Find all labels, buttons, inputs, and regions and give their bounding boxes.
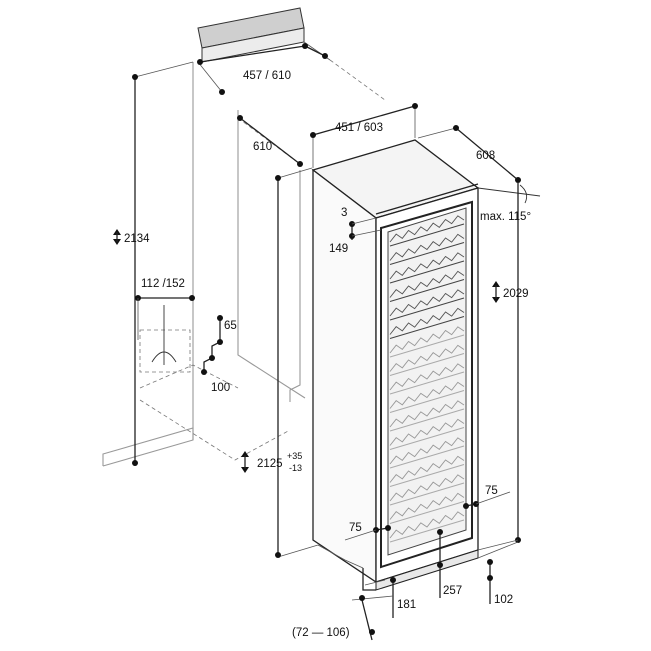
label-niche-height-range: 2125 (257, 458, 283, 470)
label-unit-height: 2029 (503, 288, 529, 300)
wine-shelf (389, 252, 465, 280)
dim-side-right (463, 491, 511, 509)
dim-unit-height (477, 182, 521, 551)
wine-shelf-rail (389, 353, 465, 376)
control-strip (375, 183, 479, 215)
wine-shelf-rail (389, 390, 465, 413)
dim-niche-height-range (241, 167, 319, 558)
label-door-angle: max. 115° (480, 211, 531, 223)
wine-shelf-rail (389, 223, 465, 247)
wine-shelf-rail (389, 371, 465, 395)
label-plinth-range: (72 — 106) (292, 627, 350, 639)
door-frame (380, 200, 473, 569)
door-glass (387, 207, 467, 556)
wine-shelf-rail (389, 334, 465, 358)
wine-shelf (389, 326, 465, 354)
wine-shelf-rail (389, 260, 465, 284)
wine-shelf-rail (389, 242, 465, 265)
wine-shelf-rail (389, 279, 465, 302)
wine-shelf (389, 474, 465, 502)
wine-shelf (389, 418, 465, 446)
wine-shelf (389, 511, 465, 539)
wine-cabinet (311, 139, 480, 591)
dim-niche-depth-top (197, 43, 328, 95)
wine-shelf (389, 307, 465, 335)
label-plinth-181: 181 (397, 599, 416, 611)
label-gap-top: 3 (341, 207, 347, 219)
wine-shelf (389, 344, 465, 372)
label-tolerance-plus: +35 (287, 451, 302, 461)
niche-floor-dashed-2 (139, 399, 291, 461)
installation-niche (102, 7, 306, 467)
dim-unit-width (310, 103, 418, 168)
label-side-right: 75 (485, 485, 498, 497)
label-cutout-65: 65 (224, 320, 237, 332)
niche-back-wall (237, 110, 306, 399)
wine-shelf (389, 233, 465, 261)
door-swing-line (477, 187, 541, 197)
dim-unit-depth (417, 125, 521, 183)
wine-shelf-rail (389, 501, 465, 524)
wine-shelf-rail (389, 482, 465, 506)
label-unit-depth: 608 (476, 150, 495, 162)
label-plinth-257: 257 (443, 585, 462, 597)
wine-shelf (389, 289, 465, 317)
wine-shelf (389, 437, 465, 465)
label-unit-width: 451 / 603 (335, 122, 383, 134)
wine-shelf (389, 400, 465, 428)
label-side-left: 75 (349, 522, 362, 534)
niche-right-edge (289, 170, 301, 402)
dim-side-left (344, 525, 391, 541)
wine-shelf-rail (389, 427, 465, 450)
vent-cutout-outline (139, 329, 191, 373)
wine-shelf-rail (389, 316, 465, 339)
plinth-foot (362, 568, 376, 591)
dim-cutout (201, 315, 223, 375)
dim-niche-height (113, 61, 194, 466)
dim-hinge (349, 217, 382, 240)
label-niche-height: 2134 (124, 233, 150, 245)
door-swing-arc (519, 184, 528, 204)
ext-dash-c (329, 59, 386, 101)
label-plinth-102: 102 (494, 594, 513, 606)
wine-shelf (389, 381, 465, 409)
wine-shelf (389, 363, 465, 391)
floor-line-right (477, 541, 519, 559)
wine-shelf (389, 492, 465, 520)
wine-shelf-rail (389, 297, 465, 321)
dim-plinth (351, 529, 493, 641)
niche-floor-edge (102, 427, 194, 466)
wine-shelves (389, 215, 465, 543)
floor-line (317, 544, 364, 569)
ext-line-a (197, 61, 223, 93)
label-tolerance-minus: -13 (289, 463, 302, 473)
cabinet-side (312, 168, 377, 584)
label-vent-width: 112 /152 (141, 278, 185, 290)
label-niche-depth-top: 457 / 610 (243, 70, 291, 82)
dim-niche-depth-side (237, 115, 303, 167)
wine-shelf (389, 215, 465, 243)
niche-floor-dashed (139, 364, 239, 389)
wine-shelf-rail (389, 445, 465, 469)
dim-vent-width (135, 295, 195, 340)
label-cutout-100: 100 (211, 382, 230, 394)
wine-shelf (389, 270, 465, 298)
wine-shelf-rail (389, 519, 465, 543)
wine-shelf (389, 455, 465, 483)
wine-shelf-rail (389, 464, 465, 487)
wine-shelf-rail (389, 408, 465, 432)
label-hinge-149: 149 (329, 243, 348, 255)
label-niche-depth-side: 610 (253, 141, 272, 153)
